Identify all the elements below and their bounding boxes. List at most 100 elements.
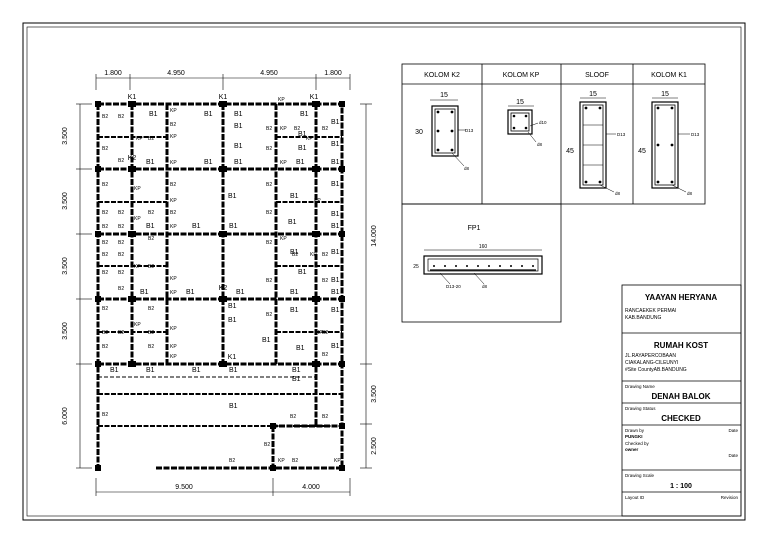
beam-label-b1: B1: [204, 159, 213, 166]
kolom-k1-rebars: [656, 106, 674, 184]
beam-label-b1: B1: [331, 211, 340, 218]
beam-label-b2: B2: [229, 458, 235, 464]
beam-label-b2: B2: [266, 210, 272, 216]
top-dim-2: 4.950: [167, 70, 185, 77]
practical-column-label: KP: [170, 134, 177, 140]
beam-label-b1: B1: [292, 376, 301, 383]
sloof-width: 15: [589, 91, 597, 98]
beam-label-b2: B2: [170, 182, 176, 188]
beam-label-b2: B2: [294, 126, 300, 132]
column-label: K1: [219, 94, 228, 101]
beam-label-b1: B1: [146, 159, 155, 166]
beam-label-b2: B2: [290, 414, 296, 420]
beam-label-b1: B1: [331, 159, 340, 166]
beam-label-b2: B2: [266, 126, 272, 132]
beam-label-b1: B1: [110, 367, 119, 374]
sloof-rebars: [584, 106, 602, 184]
beam-label-b2: B2: [264, 442, 270, 448]
kolom-k1-section: [651, 97, 690, 193]
bottom-dim-2: 4.000: [302, 484, 320, 491]
practical-column-label: KP: [170, 160, 177, 166]
kolom-kp-rebar: d10: [539, 120, 547, 125]
fp1-height: 25: [413, 264, 419, 270]
beam-label-b1: B1: [298, 269, 307, 276]
project-address-line-1: JL.RAYAPERCOBAAN: [625, 353, 676, 359]
top-dimension: [95, 74, 351, 90]
practical-column-label: KP: [170, 344, 177, 350]
beam-label-b1: B1: [331, 249, 340, 256]
beam-label-b1: B1: [288, 219, 297, 226]
kolom-k1-width: 15: [661, 91, 669, 98]
practical-column-label: KP: [134, 322, 141, 328]
drawing-status-label: Drawing Status: [625, 406, 656, 411]
beam-label-b1: B1: [234, 159, 243, 166]
detail-title-sloof: SLOOF: [585, 72, 609, 79]
kolom-k2-rebar: D13: [465, 128, 474, 133]
beam-label-b1: B1: [296, 159, 305, 166]
beam-label-b1: B1: [331, 343, 340, 350]
column-details-box: [401, 63, 706, 205]
beam-label-b2: B2: [118, 252, 124, 258]
beam-label-b1: B1: [228, 193, 237, 200]
drawing-scale: 1 : 100: [670, 483, 692, 490]
beam-label-b2: B2: [102, 224, 108, 230]
beam-label-b1: B1: [331, 141, 340, 148]
beam-label-b2: B2: [102, 306, 108, 312]
detail-title-kolom-k2: KOLOM K2: [424, 72, 460, 79]
checked-by-label: Checked by: [625, 441, 650, 446]
left-dim-5: 6.000: [62, 407, 69, 425]
beam-label-b1: B1: [300, 111, 309, 118]
beam-label-b1: B1: [192, 367, 201, 374]
footplate-details-box: [401, 203, 562, 323]
beam-label-b2: B2: [102, 252, 108, 258]
beam-label-b1: B1: [262, 337, 271, 344]
practical-column-label: KP: [314, 198, 321, 204]
practical-column-label: KP: [170, 290, 177, 296]
bottom-dim-1: 9.500: [175, 484, 193, 491]
sheet-border-inner: [26, 26, 742, 517]
beam-label-b1: B1: [290, 289, 299, 296]
practical-column-label: KP: [278, 97, 285, 103]
drawn-by: PUNGKI: [625, 434, 643, 439]
fp1-rebars: [433, 265, 534, 267]
beam-label-b2: B2: [118, 158, 124, 164]
practical-column-label: KP: [134, 216, 141, 222]
beam-label-b2: B2: [266, 278, 272, 284]
beam-label-b2: B2: [118, 330, 124, 336]
kolom-k1-stirrup: d8: [687, 191, 693, 196]
kolom-k2-height: 30: [415, 129, 423, 136]
beam-label-b2: B2: [148, 136, 154, 142]
beam-label-b2: B2: [118, 240, 124, 246]
drawing-name: DENAH BALOK: [651, 392, 710, 401]
beam-label-b1: B1: [290, 307, 299, 314]
detail-panel: [401, 63, 706, 323]
drawn-by-label: Drawn by: [625, 428, 645, 433]
right-dim-total: 14.000: [371, 225, 378, 247]
left-dim-3: 3.500: [62, 257, 69, 275]
beam-label-b1: B1: [331, 181, 340, 188]
sloof-section: [579, 97, 616, 193]
top-dim-1: 1.800: [104, 70, 122, 77]
column-label: K1: [228, 354, 237, 361]
left-dimension: [76, 103, 92, 469]
beam-label-b1: B1: [331, 223, 340, 230]
owner-address-line-1: RANCAEKEK PERMAI: [625, 308, 676, 314]
practical-column-label: KP: [134, 186, 141, 192]
beam-label-b1: B1: [331, 307, 340, 314]
beam-label-b2: B2: [102, 182, 108, 188]
practical-column-label: KP: [316, 330, 323, 336]
right-dim-1: 3.500: [371, 385, 378, 403]
beam-label-b2: B2: [322, 352, 328, 358]
beam-label-b2: B2: [102, 146, 108, 152]
beam-label-b2: B2: [322, 252, 328, 258]
beam-label-b2: B2: [118, 270, 124, 276]
beam-label-b2: B2: [148, 236, 154, 242]
project-name: RUMAH KOST: [654, 341, 708, 350]
practical-column-label: KP: [134, 264, 141, 270]
beam-label-b1: B1: [186, 289, 195, 296]
beam-label-b1: B1: [192, 223, 201, 230]
detail-title-kolom-kp: KOLOM KP: [503, 72, 540, 79]
owner-address-line-2: KAB.BANDUNG: [625, 315, 662, 321]
sloof-rebar: D13: [617, 132, 626, 137]
kolom-k2-rebars: [436, 110, 454, 152]
